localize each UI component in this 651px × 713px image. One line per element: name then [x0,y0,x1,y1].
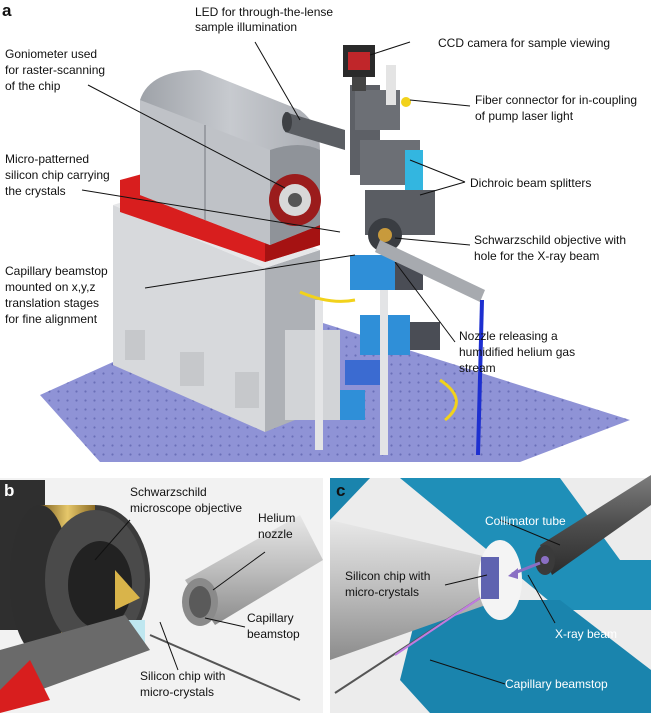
leader-led [254,41,301,121]
optics-column [350,85,435,252]
ccd-camera [343,45,411,107]
leader-ccd [369,41,411,56]
translation-stages [285,255,440,455]
label-b-helium: Helium nozzle [258,509,300,541]
leader-nozzle [394,261,456,343]
label-c-chip: Silicon chip with micro-crystals [345,567,435,599]
label-ccd: CCD camera for sample viewing [438,36,610,50]
label-b-capillary: Capillary beamstop [247,609,300,641]
label-goniometer: Goniometer used for raster-scanning of t… [5,45,110,93]
leader-b-objective [94,519,131,561]
leader-dichroic-1 [409,159,466,183]
leader-b-capillary [204,617,246,628]
leader-c-xray [527,574,556,624]
panel-letter-a: a [2,1,12,20]
collimator-tube [535,475,651,575]
silicon-chip-c [481,557,499,599]
label-fiber: Fiber connector for in-coupling of pump … [475,91,642,123]
panel-letter-b: b [4,481,14,500]
leader-schwarzschild [394,237,471,246]
helium-nozzle-tube [182,515,323,626]
panel-letter-c: c [336,481,345,500]
goniometer [140,70,321,245]
label-schwarzschild: Schwarzschild objective with hole for th… [474,231,631,263]
leader-b-chip [159,621,179,671]
label-c-capillary: Capillary beamstop [505,677,608,691]
leader-beamstop [144,254,356,289]
label-led: LED for through-the-lense sample illumin… [195,3,338,34]
panel-a: a LED for through-the-lense sample illum… [2,1,642,462]
panel-c: c Collimator tube Silicon chip with micr… [330,475,651,713]
label-nozzle: Nozzle releasing a humidified helium gas… [459,327,580,375]
leader-c-collimator [499,519,561,546]
label-c-xray: X-ray beam [555,627,617,641]
leader-chip [81,189,341,233]
label-dichroic: Dichroic beam splitters [470,176,591,190]
teal-frame [400,478,651,610]
leader-fiber [409,99,471,107]
led-tube [282,112,345,150]
panel-b: b Schwarzschild microscope objective Hel… [0,478,323,713]
capillary [149,634,301,701]
leader-dichroic-2 [419,181,466,196]
label-b-objective: Schwarzschild microscope objective [130,483,242,515]
leader-goniometer [87,84,286,189]
label-beamstop: Capillary beamstop mounted on x,y,z tran… [5,262,112,326]
label-b-chip: Silicon chip with micro-crystals [140,667,230,699]
base-block [113,205,265,432]
label-c-collimator: Collimator tube [485,514,566,528]
leader-c-chip [444,574,488,586]
nozzle-tube [375,240,485,302]
label-micro-chip: Micro-patterned silicon chip carrying th… [5,150,114,198]
leader-b-helium [212,551,266,591]
leader-c-capillary [429,659,506,685]
